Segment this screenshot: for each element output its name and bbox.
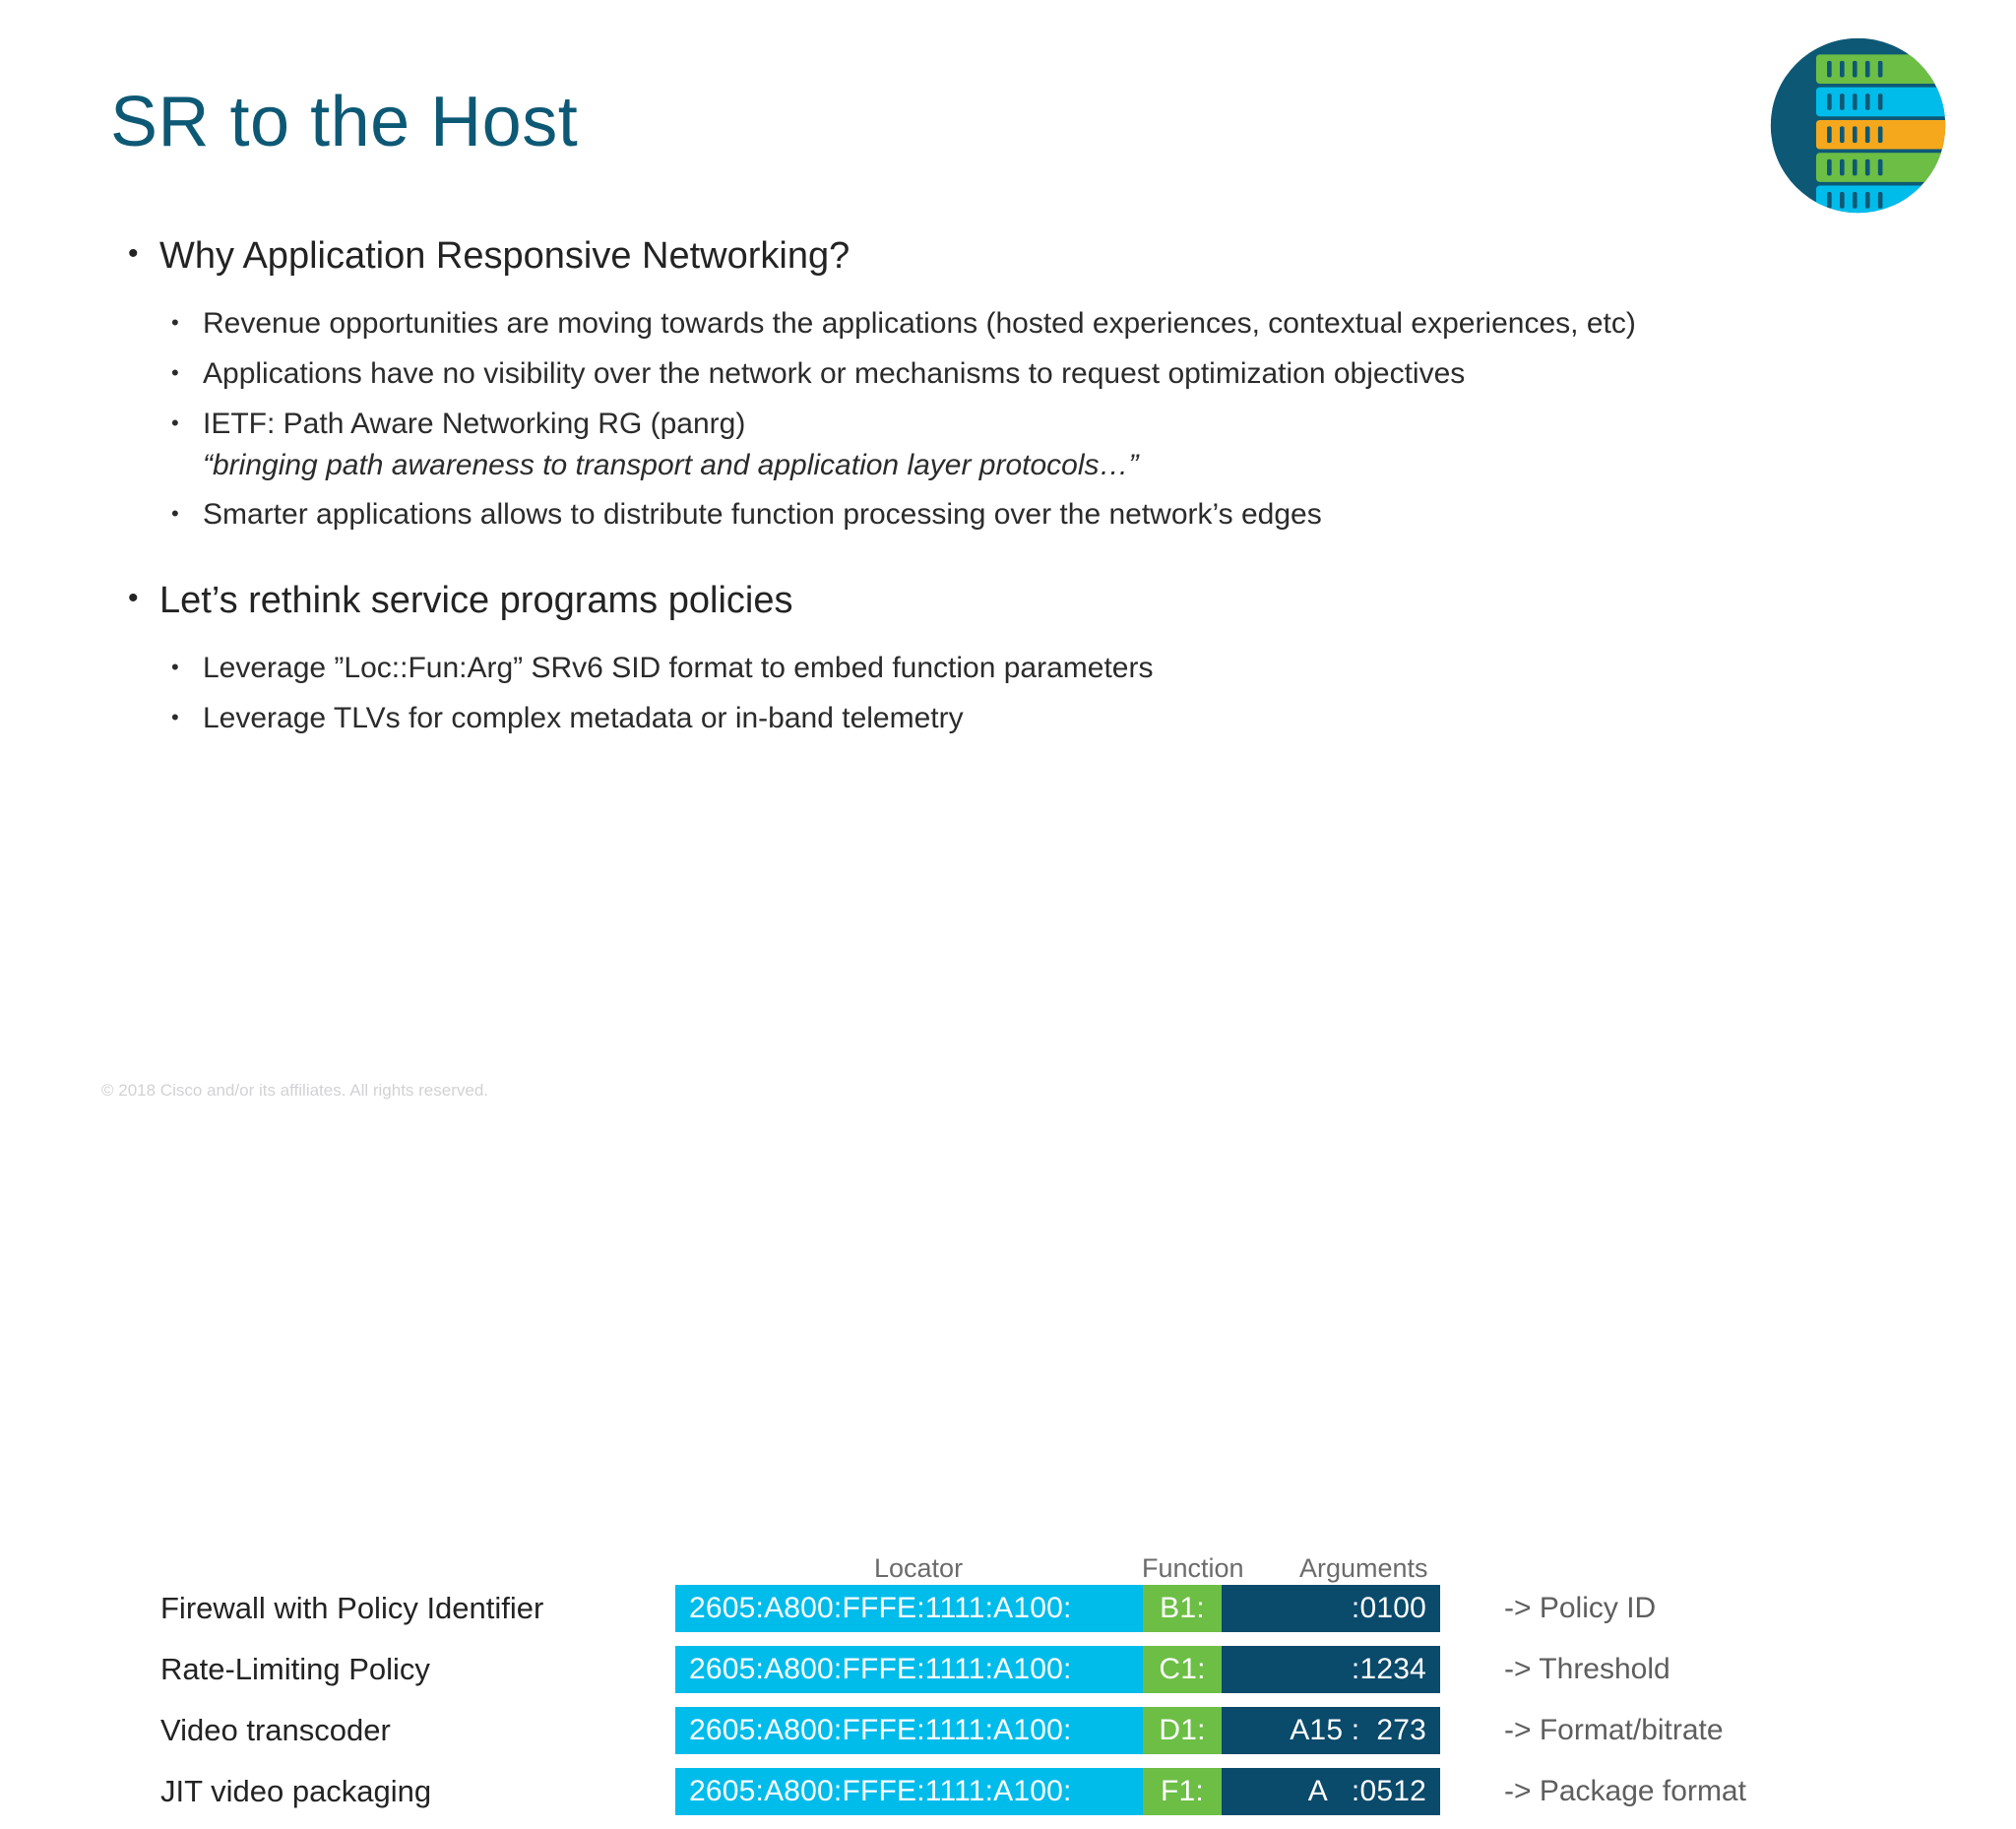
spacer bbox=[128, 288, 1920, 304]
row-label: JIT video packaging bbox=[160, 1774, 432, 1808]
cell-arguments: :0100 bbox=[1222, 1585, 1440, 1632]
sid-bar: 2605:A800:FFFE:1111:A100: B1: :0100 bbox=[675, 1585, 1440, 1632]
bullet-level1-why: • Why Application Responsive Networking? bbox=[128, 234, 1920, 279]
row-note: -> Package format bbox=[1504, 1775, 1746, 1807]
row-label: Rate-Limiting Policy bbox=[160, 1652, 430, 1686]
bullet-level2-smarter: • Smarter applications allows to distrib… bbox=[171, 495, 1920, 535]
spacer bbox=[128, 545, 1920, 579]
cell-function: D1: bbox=[1143, 1707, 1222, 1754]
cell-arguments: :1234 bbox=[1222, 1646, 1440, 1693]
cell-locator: 2605:A800:FFFE:1111:A100: bbox=[675, 1646, 1143, 1693]
row-note: -> Format/bitrate bbox=[1504, 1714, 1724, 1746]
bullet-text: Smarter applications allows to distribut… bbox=[203, 498, 1322, 532]
bullet-level2-ietf: • IETF: Path Aware Networking RG (panrg)… bbox=[171, 405, 1920, 485]
table-row: Video transcoder 2605:A800:FFFE:1111:A10… bbox=[0, 1707, 2016, 1754]
bullet-text-group: IETF: Path Aware Networking RG (panrg) “… bbox=[203, 405, 1920, 485]
bullet-text: Applications have no visibility over the… bbox=[203, 356, 1466, 390]
page-title: SR to the Host bbox=[110, 83, 579, 161]
cell-locator: 2605:A800:FFFE:1111:A100: bbox=[675, 1585, 1143, 1632]
bullet-marker-icon: • bbox=[171, 705, 179, 729]
table-row: Firewall with Policy Identifier 2605:A80… bbox=[0, 1585, 2016, 1632]
bullet-text: IETF: Path Aware Networking RG (panrg) bbox=[203, 407, 746, 440]
cell-arguments: A15 : 273 bbox=[1222, 1707, 1440, 1754]
row-note: -> Policy ID bbox=[1504, 1592, 1657, 1624]
bullet-marker-icon: • bbox=[128, 582, 139, 615]
bullet-level2-tlv: • Leverage TLVs for complex metadata or … bbox=[171, 699, 1920, 738]
cell-function: F1: bbox=[1143, 1768, 1222, 1815]
bullet-level1-rethink: • Let’s rethink service programs policie… bbox=[128, 579, 1920, 623]
sid-row-group: Firewall with Policy Identifier 2605:A80… bbox=[0, 1585, 2016, 1829]
slide-canvas: SR to the Host bbox=[0, 34, 2016, 1815]
bullet-level2-revenue: • Revenue opportunities are moving towar… bbox=[171, 304, 1920, 344]
bullet-marker-icon: • bbox=[171, 410, 179, 435]
bullet-text: Let’s rethink service programs policies bbox=[159, 580, 793, 622]
cisco-server-circle-logo bbox=[1767, 34, 1949, 217]
column-header-arguments: Arguments bbox=[1299, 1553, 1428, 1583]
bullet-text: Revenue opportunities are moving towards… bbox=[203, 306, 1636, 340]
column-header-locator: Locator bbox=[874, 1553, 964, 1583]
bullet-marker-icon: • bbox=[171, 655, 179, 680]
bullet-level2-locfunarg: • Leverage ”Loc::Fun:Arg” SRv6 SID forma… bbox=[171, 649, 1920, 688]
sid-bar: 2605:A800:FFFE:1111:A100: C1: :1234 bbox=[675, 1646, 1440, 1693]
cell-function: C1: bbox=[1143, 1646, 1222, 1693]
cell-function: B1: bbox=[1143, 1585, 1222, 1632]
table-row: Rate-Limiting Policy 2605:A800:FFFE:1111… bbox=[0, 1646, 2016, 1693]
cell-locator: 2605:A800:FFFE:1111:A100: bbox=[675, 1768, 1143, 1815]
copyright-footer: © 2018 Cisco and/or its affiliates. All … bbox=[101, 1081, 489, 1100]
row-note: -> Threshold bbox=[1504, 1653, 1670, 1685]
sid-bar: 2605:A800:FFFE:1111:A100: F1: A :0512 bbox=[675, 1768, 1440, 1815]
bullet-marker-icon: • bbox=[171, 501, 179, 527]
table-row: JIT video packaging 2605:A800:FFFE:1111:… bbox=[0, 1768, 2016, 1815]
spacer bbox=[128, 633, 1920, 649]
bullet-marker-icon: • bbox=[171, 309, 179, 335]
row-label: Firewall with Policy Identifier bbox=[160, 1591, 544, 1625]
bullet-list: • Why Application Responsive Networking?… bbox=[128, 234, 1920, 749]
row-label: Video transcoder bbox=[160, 1713, 391, 1747]
bullet-quote: “bringing path awareness to transport an… bbox=[203, 448, 1139, 481]
bullet-text: Leverage ”Loc::Fun:Arg” SRv6 SID format … bbox=[203, 652, 1154, 685]
sid-bar: 2605:A800:FFFE:1111:A100: D1: A15 : 273 bbox=[675, 1707, 1440, 1754]
column-header-function: Function bbox=[1142, 1553, 1244, 1583]
bullet-text: Why Application Responsive Networking? bbox=[159, 235, 850, 277]
cell-locator: 2605:A800:FFFE:1111:A100: bbox=[675, 1707, 1143, 1754]
bullet-text: Leverage TLVs for complex metadata or in… bbox=[203, 702, 964, 734]
bullet-marker-icon: • bbox=[171, 359, 179, 385]
sid-format-table: Locator Function Arguments Firewall with… bbox=[0, 774, 2016, 1815]
bullet-marker-icon: • bbox=[128, 237, 139, 270]
cell-arguments: A :0512 bbox=[1222, 1768, 1440, 1815]
bullet-level2-visibility: • Applications have no visibility over t… bbox=[171, 354, 1920, 394]
